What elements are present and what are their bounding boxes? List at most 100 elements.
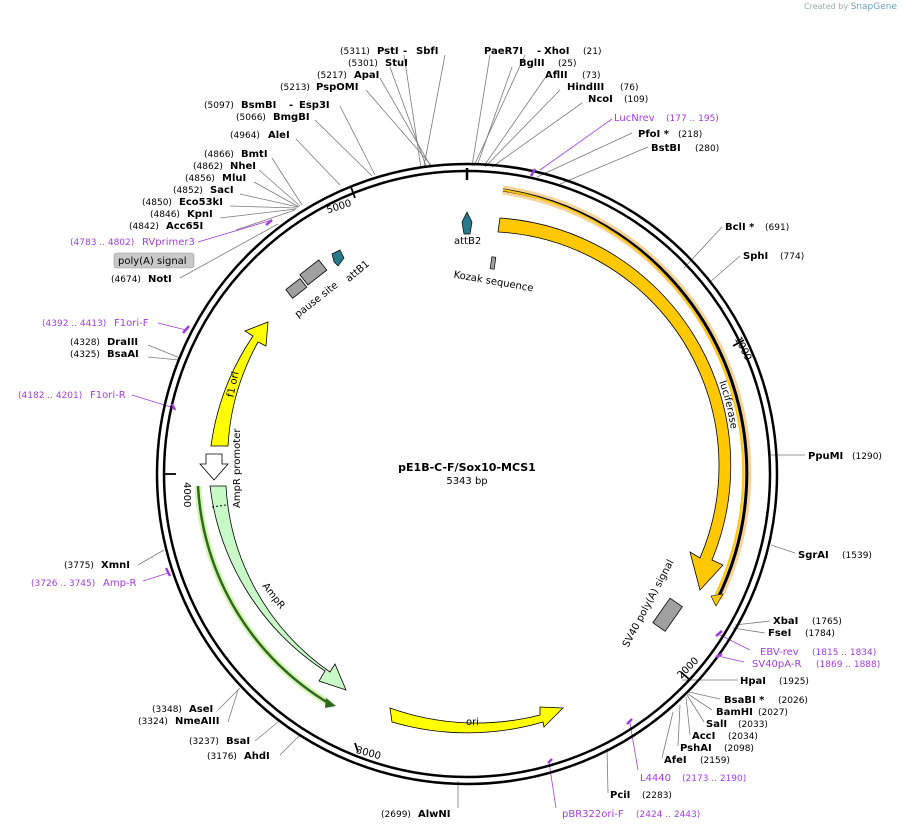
site-pos-pspomi: (5213)	[280, 83, 310, 93]
pause-site-block-1[interactable]	[299, 259, 328, 286]
site-pos-noti: (4674)	[111, 275, 141, 285]
kozak-label: Kozak sequence	[453, 270, 534, 295]
site-name-pfoi: PfoI *	[638, 129, 670, 140]
site-pos-aflii: (73)	[582, 71, 600, 81]
site-name-sphi: SphI	[743, 251, 768, 262]
site-pos-afei: (2159)	[700, 756, 730, 766]
site-name-alwni: AlwNI	[418, 809, 451, 820]
tick-label-5000: 5000	[325, 198, 353, 216]
backbone-outer	[155, 162, 779, 786]
primer-name-pbr322ori-f: pBR322ori-F	[562, 809, 624, 820]
site-name-ahdi: AhdI	[244, 751, 270, 762]
site-name-bamhi: BamHI	[716, 707, 753, 718]
primer-pos-lucnrev: (177 .. 195)	[666, 114, 719, 124]
site-name-afei: AfeI	[664, 755, 687, 766]
site-pos-bmti: (4866)	[204, 150, 234, 160]
site-name-hindiii: HindIII	[567, 82, 604, 93]
primer-name-rvprimer3: RVprimer3	[142, 237, 195, 248]
ampr-feature[interactable]: AmpR	[194, 485, 347, 708]
tick-label-2000: 2000	[676, 655, 702, 681]
site-pos-pcii: (2283)	[642, 791, 672, 801]
primer-pos-l4440: (2173 .. 2190)	[682, 774, 746, 784]
site-pos-asei: (3348)	[152, 705, 182, 715]
site-pos-ahdi: (3176)	[207, 752, 237, 762]
site-pos-bglii: (25)	[558, 59, 576, 69]
site-pos-bsaai: (4325)	[70, 350, 100, 360]
site-pos-acc65i: (4842)	[129, 222, 159, 232]
site-name-nmeaiii: NmeAIII	[175, 716, 219, 727]
ampr-promoter-label: AmpR promoter	[232, 428, 243, 508]
site-name-apai: ApaI	[354, 70, 379, 81]
primer-name-f1ori-r: F1ori-R	[90, 390, 126, 401]
site-pos-stui: (5301)	[348, 59, 378, 69]
site-name-hpai: HpaI	[740, 676, 766, 687]
site-pos-xhoi: (21)	[583, 47, 601, 57]
polya-label: poly(A) signal	[118, 256, 187, 267]
site-name-acci: AccI	[692, 731, 715, 742]
attb1-feature[interactable]	[331, 249, 345, 267]
site-pos-pshai: (2098)	[724, 744, 754, 754]
site-pos-hpai: (1925)	[779, 677, 809, 687]
attb2-feature[interactable]	[461, 211, 473, 235]
primer-pos-sv40pa-r: (1869 .. 1888)	[816, 660, 880, 670]
site-pos-acci: (2034)	[728, 732, 758, 742]
primer-name-amp-r: Amp-R	[103, 578, 137, 589]
site-pos-bcli: (691)	[765, 223, 789, 233]
pause-site-block-2[interactable]	[285, 277, 308, 299]
site-pos-bamhi: (2027)	[758, 708, 788, 718]
site-pos-bmgbi: (5066)	[236, 113, 266, 123]
site-pos-sphi: (774)	[780, 252, 804, 262]
site-name-bsmbi: BsmBI	[241, 100, 276, 111]
left-enzyme-labels: (5311) PstI - SbfI (5301) StuI (5217) Ap…	[64, 46, 451, 820]
ampr-promoter-feature[interactable]	[199, 453, 229, 481]
site-pos-xmni: (3775)	[64, 561, 94, 571]
luciferase-feature[interactable]: luciferase	[497, 185, 752, 607]
enzyme-leaders	[137, 54, 805, 808]
primer-pos-pbr322ori-f: (2424 .. 2443)	[636, 810, 700, 820]
site-name-bsaai: BsaAI	[107, 349, 139, 360]
site-pos-alei: (4964)	[230, 131, 260, 141]
site-pos-ppumi: (1290)	[852, 452, 882, 462]
site-name-nhei: NheI	[230, 161, 256, 172]
kozak-feature[interactable]	[489, 256, 497, 270]
polya-box	[113, 252, 195, 269]
primer-marks	[164, 168, 723, 764]
site-pos-fsei: (1784)	[805, 629, 835, 639]
site-pos-psti: (5311)	[340, 47, 370, 57]
site-name-bsabi: BsaBI *	[724, 695, 765, 706]
ticks	[165, 186, 745, 753]
site-name-draiii: DraIII	[107, 337, 138, 348]
site-name-esp3i: Esp3I	[299, 100, 330, 111]
f1ori-feature[interactable]: f1 ori	[210, 321, 269, 447]
site-name-bsai: BsaI	[226, 736, 250, 747]
site-name-bstbi: BstBI	[651, 143, 681, 154]
site-name-aflii: AflII	[545, 70, 568, 81]
credit-label: Created by SnapGene	[804, 2, 897, 12]
primer-pos-amp-r: (3726 .. 3745)	[31, 579, 95, 589]
site-name-sali: SalI	[706, 719, 727, 730]
sv40-feature[interactable]	[652, 597, 683, 632]
f1ori-label: f1 ori	[225, 371, 241, 399]
primer-name-l4440: L4440	[640, 773, 671, 784]
site-pos-sali: (2033)	[738, 720, 768, 730]
site-name-stui: StuI	[385, 58, 408, 69]
site-sep-bsmbi: -	[289, 100, 293, 111]
primer-name-sv40pa-r: SV40pA-R	[752, 659, 801, 670]
site-name-alei: AleI	[268, 130, 290, 141]
attb1-label: attB1	[344, 259, 372, 285]
site-name-bmgbi: BmgBI	[273, 112, 310, 123]
primer-name-lucnrev: LucNrev	[614, 113, 655, 124]
site-name-xmni: XmnI	[101, 560, 130, 571]
primer-leaders	[131, 118, 751, 809]
site-pos-pfoi: (218)	[678, 130, 702, 140]
site-pos-bsmbi: (5097)	[204, 101, 234, 111]
ori-feature[interactable]: ori	[389, 706, 564, 734]
site-pos-kpni: (4846)	[150, 210, 180, 220]
site-name-sbfi: SbfI	[416, 46, 438, 57]
primer-name-ebv-rev: EBV-rev	[760, 647, 799, 658]
site-name-kpni: KpnI	[187, 209, 213, 220]
site-name-psti: PstI	[377, 46, 399, 57]
tick-label-4000: 4000	[181, 482, 192, 507]
primer-labels: LucNrev (177 .. 195) (4783 .. 4802) RVpr…	[18, 113, 880, 820]
site-name-xhoi: XhoI	[544, 46, 569, 57]
